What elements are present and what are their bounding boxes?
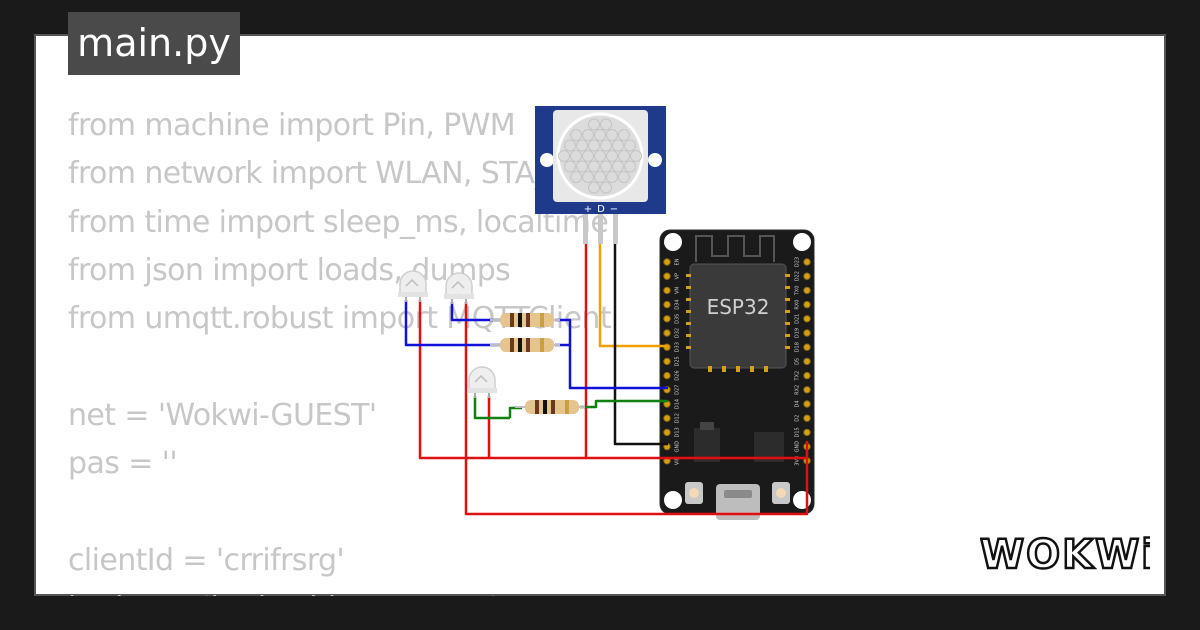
wokwi-logo-text: WOKWi <box>980 532 1150 578</box>
pin-hole[interactable] <box>803 357 811 366</box>
mount-hole-icon <box>793 233 811 251</box>
pin-hole[interactable] <box>663 414 671 422</box>
pir-sensor[interactable]: + D − <box>535 106 666 244</box>
pin-label: D25 <box>675 356 681 366</box>
pin-label: EN <box>675 258 681 265</box>
mount-hole-icon <box>648 153 662 167</box>
wire-red <box>464 302 809 516</box>
pin-hole[interactable] <box>803 286 811 295</box>
resistor[interactable] <box>490 313 560 327</box>
pir-pin-label: − <box>610 204 618 215</box>
wire-orange <box>598 244 668 348</box>
pin-label: D12 <box>675 413 681 423</box>
pin-label: D21 <box>795 314 801 324</box>
wire-blue <box>404 300 500 347</box>
pin-label: D35 <box>675 314 681 324</box>
pin-label: D34 <box>675 299 681 309</box>
wire-blue <box>555 318 668 390</box>
pin-hole[interactable] <box>803 400 811 408</box>
pin-label: VN <box>675 287 681 294</box>
pin-hole[interactable] <box>663 315 671 323</box>
pin-label: RX2 <box>795 385 801 395</box>
pin-hole[interactable] <box>803 371 811 380</box>
pin-hole[interactable] <box>803 258 811 266</box>
mount-hole-icon <box>793 491 811 509</box>
esp32-chip-label: ESP32 <box>707 295 770 319</box>
pin-label: D33 <box>675 342 681 352</box>
pin-label: RX0 <box>795 300 801 310</box>
led[interactable] <box>467 366 497 398</box>
mount-hole-icon <box>540 153 554 167</box>
code-line: from machine import Pin, PWM <box>68 108 516 143</box>
pin-label: 3V3 <box>795 456 801 466</box>
file-tab[interactable]: main.py <box>68 12 240 75</box>
wire-blue <box>450 302 500 322</box>
pin-label: D32 <box>675 328 681 338</box>
pin-hole[interactable] <box>663 258 671 266</box>
wire-green <box>473 396 510 420</box>
led[interactable] <box>444 272 474 304</box>
pir-pin-label: + <box>584 204 592 215</box>
pir-pin-label: D <box>597 204 605 215</box>
pin-label: D15 <box>795 427 801 437</box>
pin-label: D4 <box>795 400 801 407</box>
wire-red <box>418 300 586 460</box>
pin-hole[interactable] <box>803 300 811 309</box>
mount-hole-icon <box>664 233 682 251</box>
wire-green <box>508 406 522 418</box>
pin-hole[interactable] <box>663 371 671 380</box>
code-line: broker = 'broker.hivemq.com' <box>68 585 688 596</box>
pin-hole[interactable] <box>803 414 811 422</box>
code-line: clientId = 'crrifrsrg' <box>68 542 345 578</box>
pin-label: VIN <box>675 456 681 465</box>
code-line: net = 'Wokwi-GUEST' <box>68 397 377 433</box>
code-line: from umqtt.robust import MQTTClient <box>68 301 612 337</box>
antenna-icon <box>695 235 775 262</box>
mount-hole-icon <box>664 491 682 509</box>
pin-hole[interactable] <box>663 300 671 309</box>
pin-hole[interactable] <box>663 357 671 366</box>
wires <box>404 244 809 516</box>
pin-hole[interactable] <box>803 315 811 323</box>
voltage-regulator <box>694 428 720 462</box>
pin-hole[interactable] <box>663 272 671 280</box>
pin-label: GND <box>795 441 801 453</box>
pin-label: D23 <box>795 257 801 267</box>
wire-black <box>613 244 668 446</box>
pin-hole[interactable] <box>803 428 811 437</box>
pin-label: D22 <box>795 271 801 281</box>
led[interactable] <box>398 270 428 302</box>
esp32-board[interactable]: ESP32 ENVPVND34D35D32D33D25D26D27D14D12D… <box>659 229 815 520</box>
pin-label: TX2 <box>795 371 801 382</box>
pin-hole[interactable] <box>663 286 671 295</box>
pin-label: D26 <box>675 370 681 380</box>
pin-label: D27 <box>675 385 681 395</box>
pin-label: D5 <box>795 358 801 365</box>
pin-hole[interactable] <box>803 343 811 351</box>
pin-hole[interactable] <box>803 386 811 394</box>
resistor[interactable] <box>515 400 585 414</box>
pin-label: D13 <box>675 427 681 437</box>
wokwi-logo: WOKWi <box>979 528 1156 582</box>
pin-hole[interactable] <box>663 428 671 437</box>
pin-label: D18 <box>795 342 801 352</box>
pin-hole[interactable] <box>803 272 811 280</box>
pin-label: D14 <box>675 399 681 409</box>
pin-label: D19 <box>795 328 801 338</box>
pin-hole[interactable] <box>663 329 671 337</box>
pin-hole[interactable] <box>803 329 811 337</box>
pin-label: TX0 <box>795 286 801 297</box>
pin-label: D2 <box>795 415 801 422</box>
pin-label: GND <box>675 441 681 453</box>
wire-green <box>580 399 668 409</box>
pin-label: VP <box>675 273 681 279</box>
resistor[interactable] <box>490 338 560 352</box>
shield-pads <box>686 274 790 372</box>
code-line: pas = '' <box>68 446 178 482</box>
wire-red <box>584 244 809 460</box>
